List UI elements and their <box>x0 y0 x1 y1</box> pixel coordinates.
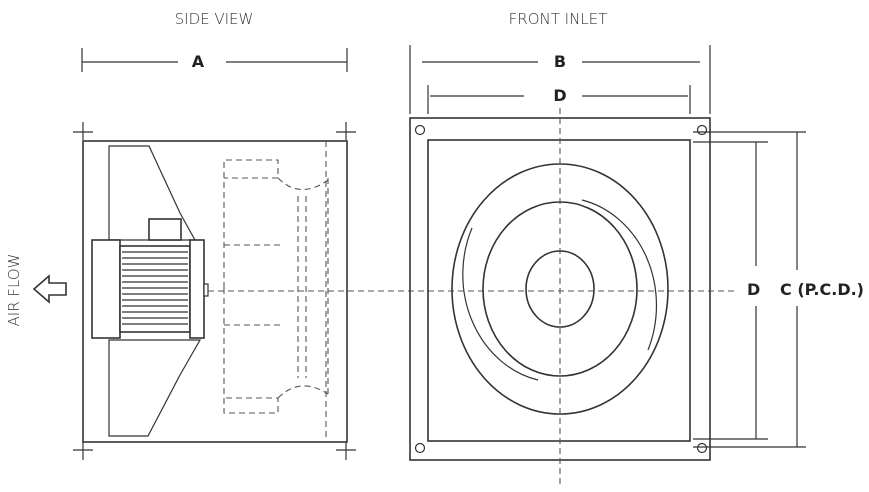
dimension-c: C (P.C.D.) <box>780 132 864 447</box>
side-view: A <box>73 48 356 460</box>
side-corner-marks <box>73 122 356 460</box>
motor-bracket-upper <box>108 145 197 241</box>
side-casing <box>82 140 348 443</box>
motor <box>91 218 209 339</box>
front-inlet-title: FRONT INLET <box>509 10 608 28</box>
dimension-a-label: A <box>192 52 205 71</box>
dimension-a: A <box>81 48 348 72</box>
mounting-holes <box>414 124 708 454</box>
airflow-indicator: AIR FLOW <box>5 254 67 327</box>
dimension-d-top-label: D <box>553 86 566 105</box>
front-inlet-view: B D <box>409 45 864 488</box>
airflow-label: AIR FLOW <box>5 254 23 327</box>
dimension-d-right-label: D <box>747 280 760 299</box>
dimension-b: B <box>409 45 711 114</box>
motor-bracket-lower <box>108 339 202 437</box>
impeller-hidden-outline <box>223 159 329 414</box>
front-inner-panel <box>427 139 691 442</box>
dimension-b-label: B <box>554 52 566 71</box>
left-arrow-icon <box>32 274 67 304</box>
dimension-d-right: D <box>747 142 760 439</box>
dimension-c-label: C (P.C.D.) <box>780 280 864 299</box>
dimension-d-top: D <box>427 85 691 114</box>
side-view-title: SIDE VIEW <box>175 10 254 28</box>
